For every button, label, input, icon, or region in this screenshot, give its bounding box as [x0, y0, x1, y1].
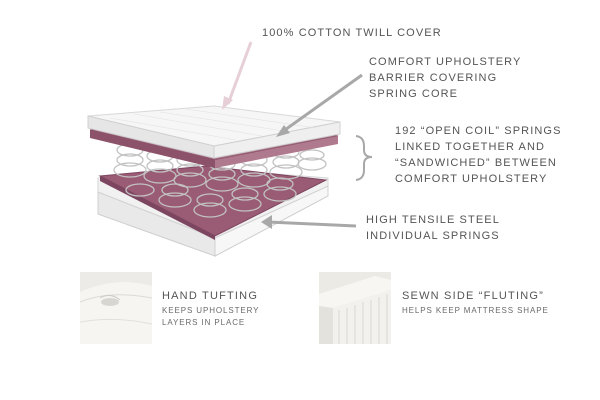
- side-fluting-image: [319, 272, 391, 344]
- callout-arrows: [222, 41, 363, 229]
- springs-brace: [355, 135, 373, 181]
- cover-callout: 100% COTTON TWILL COVER: [262, 27, 442, 39]
- side-fluting-title: SEWN SIDE “FLUTING”: [402, 290, 544, 302]
- hand-tufting-title: HAND TUFTING: [162, 290, 259, 302]
- springs-callout: 192 “OPEN COIL” SPRINGS LINKED TOGETHER …: [395, 125, 562, 185]
- steel-callout: HIGH TENSILE STEEL INDIVIDUAL SPRINGS: [366, 214, 500, 242]
- side-fluting-subtitle: HELPS KEEP MATTRESS SHAPE: [402, 306, 549, 315]
- upholstery-callout: COMFORT UPHOLSTERY BARRIER COVERING SPRI…: [369, 56, 522, 100]
- hand-tufting-subtitle: KEEPS UPHOLSTERY LAYERS IN PLACE: [162, 306, 260, 327]
- cotton-twill-cover: [87, 105, 341, 159]
- hand-tufting-image: [80, 272, 152, 344]
- mattress-base: [97, 165, 329, 257]
